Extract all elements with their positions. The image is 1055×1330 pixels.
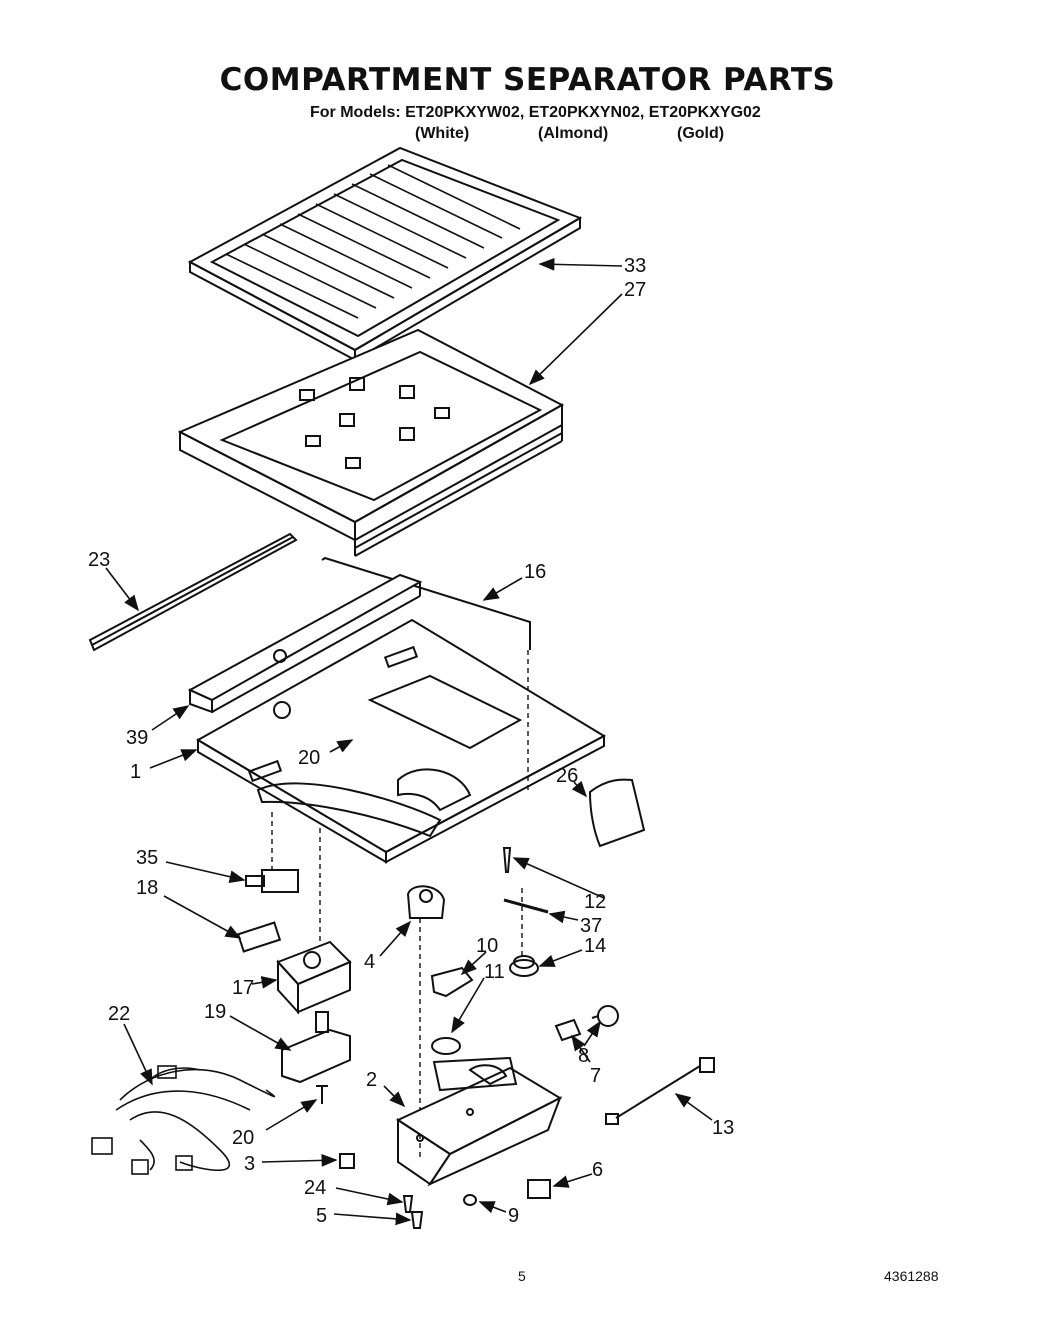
callout-24: 24 xyxy=(304,1177,326,1199)
part-23-strip xyxy=(88,532,298,652)
callout-8: 8 xyxy=(578,1045,589,1067)
part-10-switch xyxy=(430,966,474,998)
part-11-knob xyxy=(431,1037,461,1055)
variant-white: (White) xyxy=(415,125,470,142)
part-3-clip xyxy=(339,1153,355,1169)
part-1-separator-panel xyxy=(196,618,607,864)
part-27-frame xyxy=(177,328,565,557)
part-4-lamp-socket xyxy=(406,885,446,919)
part-33-shelf-cover xyxy=(187,146,583,362)
callout-27: 27 xyxy=(624,279,646,301)
part-24-screw xyxy=(402,1195,414,1213)
part-9-grommet xyxy=(463,1194,477,1206)
part-19-bracket xyxy=(281,1011,351,1084)
callout-10: 10 xyxy=(476,935,498,957)
callout-22: 22 xyxy=(108,1003,130,1025)
part-13-cord xyxy=(605,1057,715,1125)
callout-14: 14 xyxy=(584,935,606,957)
callout-16: 16 xyxy=(524,561,546,583)
callout-23: 23 xyxy=(88,549,110,571)
part-39-bar xyxy=(187,573,423,714)
callout-3: 3 xyxy=(244,1153,255,1175)
callout-37: 37 xyxy=(580,915,602,937)
variant-gold: (Gold) xyxy=(677,125,725,142)
callout-1: 1 xyxy=(130,761,141,783)
callout-9: 9 xyxy=(508,1205,519,1227)
callout-20-upper: 20 xyxy=(298,747,320,769)
callout-11: 11 xyxy=(484,961,505,983)
models-line: For Models: ET20PKXYW02, ET20PKXYN02, ET… xyxy=(310,104,761,121)
callout-4: 4 xyxy=(364,951,375,973)
part-8-bulb xyxy=(591,1005,619,1027)
callout-12: 12 xyxy=(584,891,606,913)
callout-35: 35 xyxy=(136,847,158,869)
part-37-clip xyxy=(503,898,549,914)
part-14-knob xyxy=(509,955,539,977)
callout-33: 33 xyxy=(624,255,646,277)
part-17-control-housing xyxy=(276,940,352,1015)
part-35-clip xyxy=(245,869,299,893)
callout-26: 26 xyxy=(556,765,578,787)
callout-7: 7 xyxy=(590,1065,601,1087)
part-16-wire xyxy=(321,556,531,650)
page-title: COMPARTMENT SEPARATOR PARTS xyxy=(219,62,836,98)
variant-almond: (Almond) xyxy=(538,125,609,142)
part-12-screw xyxy=(502,847,512,873)
callout-13: 13 xyxy=(712,1117,734,1139)
document-number: 4361288 xyxy=(884,1268,939,1284)
callout-6: 6 xyxy=(592,1159,603,1181)
part-20-screw xyxy=(316,1085,328,1104)
part-18-gasket xyxy=(236,921,282,953)
callout-19: 19 xyxy=(204,1001,226,1023)
part-2-housing xyxy=(395,1056,563,1187)
callout-39: 39 xyxy=(126,727,148,749)
part-5-screw xyxy=(410,1211,424,1229)
callout-18: 18 xyxy=(136,877,158,899)
callout-17: 17 xyxy=(232,977,254,999)
callout-20-lower: 20 xyxy=(232,1127,254,1149)
page-number: 5 xyxy=(518,1268,526,1284)
part-6-connector xyxy=(527,1179,551,1199)
callout-5: 5 xyxy=(316,1205,327,1227)
callout-2: 2 xyxy=(366,1069,377,1091)
part-26-cover xyxy=(588,778,646,848)
part-7-socket xyxy=(554,1018,582,1042)
